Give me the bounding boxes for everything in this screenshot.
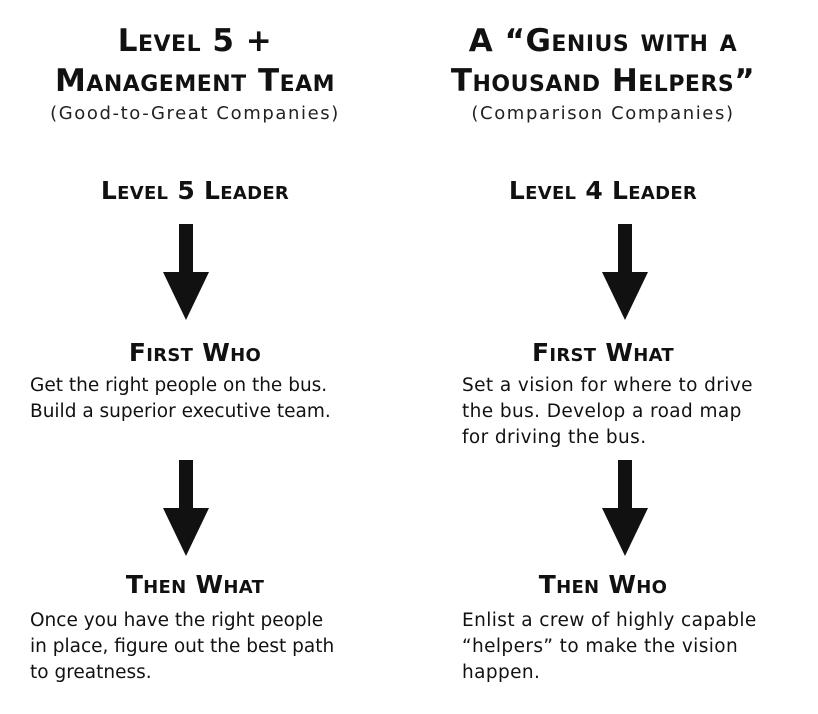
right-title-line1: A “Genius with a: [468, 23, 738, 59]
down-arrow-icon: [163, 460, 209, 556]
down-arrow-icon: [602, 224, 648, 320]
right-step1-desc-line2: the bus. Develop a road map: [462, 401, 742, 422]
right-step2-desc-line3: happen.: [462, 662, 541, 683]
right-subtitle: (Comparison Companies): [471, 103, 735, 124]
left-subtitle: (Good-to-Great Companies): [50, 103, 340, 124]
down-arrow-icon: [163, 224, 209, 320]
right-step2-heading: Then Who: [538, 570, 668, 599]
left-step1-desc-line2: Build a superior executive team.: [30, 401, 331, 422]
left-step2-desc-line1: Once you have the right people: [30, 610, 324, 631]
right-title-line2: Thousand Helpers”: [450, 63, 756, 99]
right-leader-heading: Level 4 Leader: [508, 176, 698, 205]
left-step1-heading: First Who: [128, 338, 262, 367]
right-step2-desc-line2: “helpers” to make the vision: [462, 636, 739, 657]
right-step1-desc-line1: Set a vision for where to drive: [462, 375, 753, 396]
left-step2-desc-line2: in place, figure out the best path: [30, 636, 335, 657]
left-leader-heading: Level 5 Leader: [100, 176, 290, 205]
left-step2-heading: Then What: [125, 570, 265, 599]
down-arrow-icon: [602, 460, 648, 556]
left-step2-desc-line3: to greatness.: [30, 662, 152, 683]
comparison-column: A “Genius with a Thousand Helpers” (Comp…: [408, 0, 798, 714]
left-step1-desc-line1: Get the right people on the bus.: [30, 375, 328, 396]
good-to-great-column: Level 5 + Management Team (Good-to-Great…: [0, 0, 390, 714]
left-title-line2: Management Team: [54, 63, 336, 99]
left-title-line1: Level 5 +: [117, 23, 273, 59]
right-step1-heading: First What: [531, 338, 675, 367]
right-step2-desc-line1: Enlist a crew of highly capable: [462, 610, 757, 631]
right-step1-desc-line3: for driving the bus.: [462, 427, 647, 448]
